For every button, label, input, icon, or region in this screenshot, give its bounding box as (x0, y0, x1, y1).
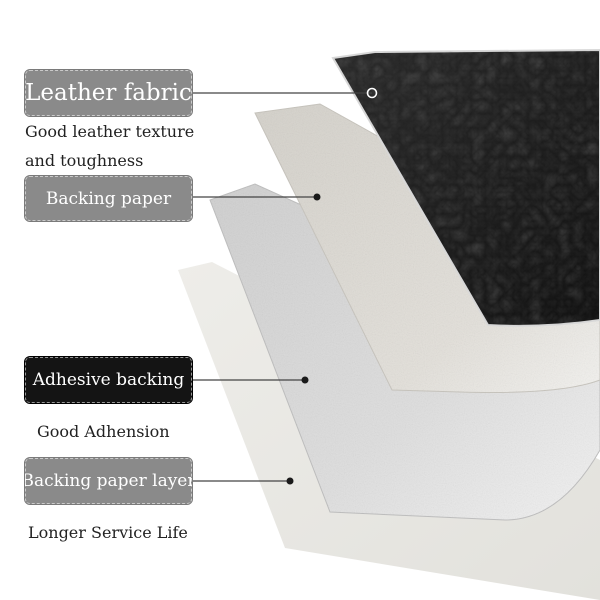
desc-liner-line-1: Longer Service Life (28, 523, 188, 542)
label-leather-fabric: Leather fabric (24, 69, 193, 117)
desc-leather-line-1: Good leather texture (25, 122, 195, 141)
label-adhesive-backing: Adhesive backing (24, 356, 193, 404)
desc-leather-line-2: and toughness (25, 151, 144, 170)
marker-backing-paper (313, 193, 321, 201)
marker-liner (286, 477, 294, 485)
label-backing-paper-layer: Backing paper layer (22, 457, 196, 505)
marker-adhesive (301, 376, 309, 384)
label-adhesive-backing-text: Adhesive backing (32, 370, 185, 390)
leather-fabric-sheet (331, 48, 600, 327)
label-backing-paper-layer-text: Backing paper layer (21, 471, 196, 491)
label-backing-paper-text: Backing paper (45, 188, 172, 209)
label-leather-fabric-text: Leather fabric (25, 80, 192, 106)
desc-adhesive-line-1: Good Adhension (37, 422, 170, 441)
label-backing-paper: Backing paper (24, 175, 193, 222)
marker-leather (366, 87, 378, 99)
